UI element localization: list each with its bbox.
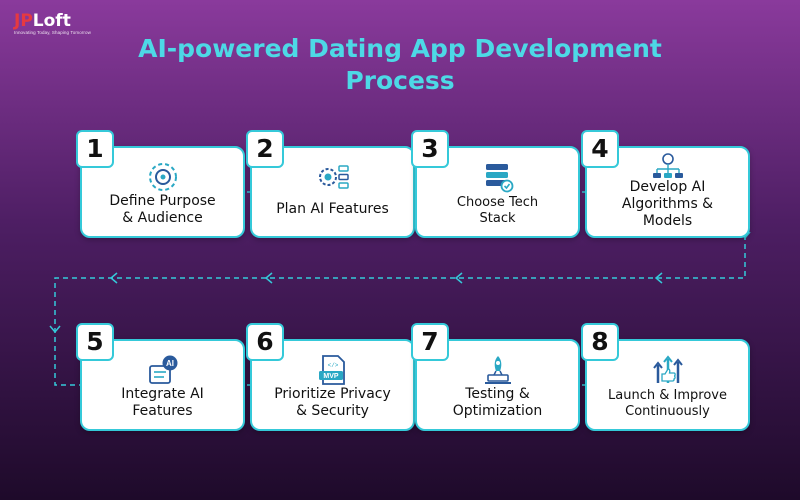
step-label-line: Integrate AI [121, 386, 204, 402]
growth-thumbs-up-icon [652, 355, 683, 383]
step-label-line: Develop AI [629, 179, 706, 195]
step-label-line: & Audience [122, 210, 203, 226]
step-card-3: 3 Choose Tech Stack [411, 130, 580, 238]
step-card-1: 1 Define Purpose & Audience [76, 130, 245, 238]
arrow-chevron-icon [654, 272, 663, 284]
ai-chip-screen-icon: AI [148, 355, 177, 384]
connector-4-5 [54, 191, 746, 386]
step-number-badge: 5 [76, 323, 114, 361]
step-label-line: Testing & [465, 386, 530, 402]
step-number-badge: 1 [76, 130, 114, 168]
title-line-1: AI-powered Dating App Development [138, 34, 662, 63]
step-number-badge: 6 [246, 323, 284, 361]
svg-text:MVP: MVP [323, 373, 339, 380]
step-label-line: Algorithms & [621, 196, 714, 212]
step-label: Launch & Improve Continuously [595, 388, 740, 420]
title-line-2: Process [345, 66, 455, 95]
network-gear-icon [318, 165, 349, 189]
jploft-logo: JPLoft Innovating Today, Shaping Tomorro… [14, 12, 91, 35]
step-number-badge: 8 [581, 323, 619, 361]
step-label: Prioritize Privacy & Security [260, 386, 405, 420]
step-card-7: 7 Testing & Optimization [411, 323, 580, 431]
step-label-line: Launch & Improve [608, 388, 727, 403]
step-number-badge: 3 [411, 130, 449, 168]
step-label: Develop AI Algorithms & Models [595, 179, 740, 230]
step-label: Testing & Optimization [425, 386, 570, 420]
step-card-2: 2 Plan AI Features [246, 130, 415, 238]
step-label-line: Optimization [452, 403, 543, 419]
logo-loft-text: Loft [32, 11, 71, 31]
step-label-line: Prioritize Privacy [274, 386, 391, 402]
arrow-chevron-icon [264, 272, 273, 284]
step-card-5: 5 AI Integrate AI Features [76, 323, 245, 431]
step-label-line: Models [642, 213, 693, 229]
step-card-8: 8 Launch & Improve Continuously [581, 323, 750, 431]
logo-tagline: Innovating Today, Shaping Tomorrow [14, 30, 91, 35]
step-label-line: Define Purpose [109, 193, 216, 209]
brain-hierarchy-icon [652, 153, 683, 178]
logo-jp-text: JP [14, 11, 33, 31]
step-card-6: 6 </> MVP Prioritize Privacy & Security [246, 323, 415, 431]
rocket-laptop-icon [484, 356, 511, 384]
step-label-line: Plan AI Features [276, 201, 389, 217]
step-label-line: & Security [296, 403, 369, 419]
step-number-badge: 7 [411, 323, 449, 361]
arrow-chevron-icon [49, 325, 61, 334]
step-label: Define Purpose & Audience [90, 193, 235, 227]
step-label: Choose Tech Stack [425, 195, 570, 227]
arrow-chevron-icon [109, 272, 118, 284]
target-gear-icon [148, 163, 177, 191]
stack-check-icon [485, 164, 513, 193]
step-label-line: Choose Tech [456, 195, 539, 210]
page-title: AI-powered Dating App Development Proces… [0, 33, 800, 97]
arrow-chevron-icon [454, 272, 463, 284]
step-label-line: Continuously [625, 404, 710, 419]
step-label-line: Features [132, 403, 193, 419]
step-label: Plan AI Features [260, 201, 405, 218]
step-label-line: Stack [479, 211, 516, 226]
mvp-document-icon: </> MVP [318, 355, 345, 385]
step-card-4: 4 Develop AI Algorithms & Models [581, 130, 750, 238]
step-label: Integrate AI Features [90, 386, 235, 420]
step-number-badge: 2 [246, 130, 284, 168]
svg-text:</>: </> [327, 362, 338, 369]
step-number-badge: 4 [581, 130, 619, 168]
svg-text:AI: AI [166, 359, 174, 368]
